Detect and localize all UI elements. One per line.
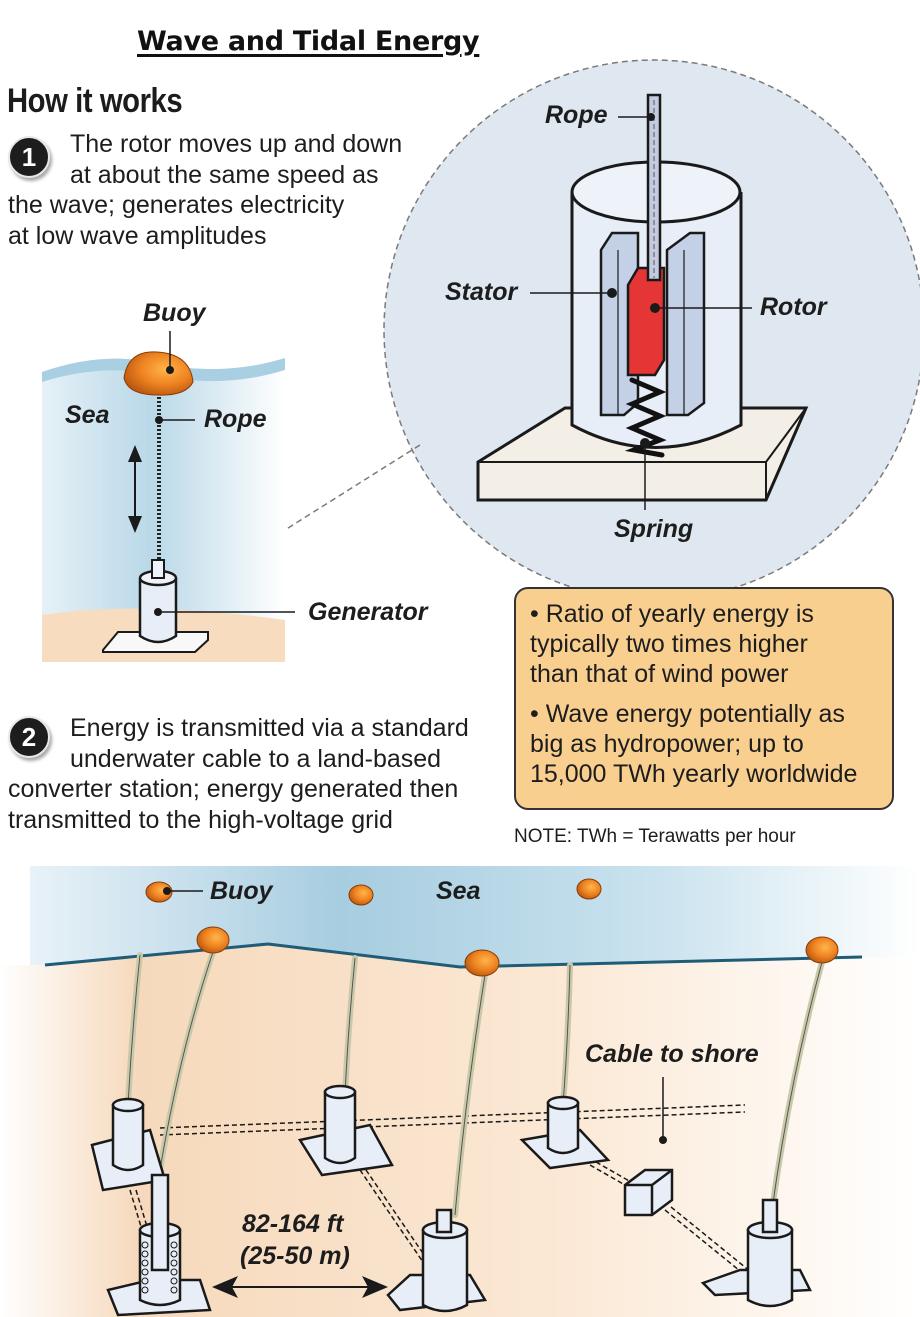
label-generator: Generator — [308, 598, 428, 626]
step-2-line-2: underwater cable to a land-based — [70, 745, 442, 773]
spring-coil — [624, 377, 667, 458]
detail-label-spring: Spring — [614, 515, 694, 543]
up-down-arrow-icon — [128, 445, 142, 533]
info-box: • Ratio of yearly energy is typically tw… — [514, 587, 894, 810]
info-bullet-1-line-2: typically two times higher — [530, 630, 808, 658]
info-bullet-2-line-1: • Wave energy potentially as — [530, 700, 845, 728]
array-seabed — [0, 944, 920, 1317]
section-heading: How it works — [7, 82, 183, 120]
sea-surface-line — [44, 942, 863, 969]
page-title: Wave and Tidal Energy — [137, 26, 480, 57]
array-buoys — [145, 878, 839, 977]
array-label-sea: Sea — [436, 877, 481, 905]
step-2-badge: 2 — [8, 716, 50, 758]
detail-label-rotor: Rotor — [760, 293, 827, 321]
distance-arrow-icon — [212, 1276, 388, 1298]
sea-water-area — [42, 358, 285, 660]
step-1-line-2: at about the same speed as — [70, 161, 379, 189]
rotor-block — [626, 266, 666, 377]
detail-label-rope: Rope — [545, 101, 608, 129]
array-label-buoy: Buoy — [210, 877, 273, 905]
step-2-line-1: Energy is transmitted via a standard — [70, 714, 469, 742]
array-label-distance-ft: 82-164 ft — [242, 1210, 344, 1238]
buoy-float — [123, 351, 194, 396]
step-2-line-3: converter station; energy generated then — [8, 775, 459, 803]
info-bullet-1-line-1: • Ratio of yearly energy is — [530, 600, 814, 628]
array-label-distance-m: (25-50 m) — [240, 1242, 350, 1270]
array-label-cable: Cable to shore — [585, 1040, 759, 1068]
label-buoy: Buoy — [143, 299, 206, 327]
step-2-line-4: transmitted to the high-voltage grid — [8, 806, 393, 834]
detail-label-stator: Stator — [445, 278, 518, 306]
step-1-badge: 1 — [8, 136, 50, 178]
info-bullet-2-line-2: big as hydropower; up to — [530, 730, 804, 758]
note-text: NOTE: TWh = Terawatts per hour — [514, 826, 796, 847]
converter-box — [623, 1168, 674, 1217]
detail-rope — [646, 93, 662, 282]
array-sea-area — [30, 866, 920, 966]
step-1-line-4: at low wave amplitudes — [8, 222, 267, 250]
label-rope: Rope — [204, 405, 267, 433]
info-bullet-2: • Wave energy potentially as big as hydr… — [530, 699, 892, 789]
stator-right — [665, 231, 706, 417]
info-bullet-1-line-3: than that of wind power — [530, 660, 789, 688]
step-1-line-1: The rotor moves up and down — [70, 130, 403, 158]
detail-callout-line — [179, 444, 421, 597]
label-sea: Sea — [65, 401, 110, 429]
info-bullet-2-line-3: 15,000 TWh yearly worldwide — [530, 760, 858, 788]
info-bullet-1: • Ratio of yearly energy is typically tw… — [530, 599, 892, 689]
step-1-line-3: the wave; generates electricity — [8, 191, 345, 219]
